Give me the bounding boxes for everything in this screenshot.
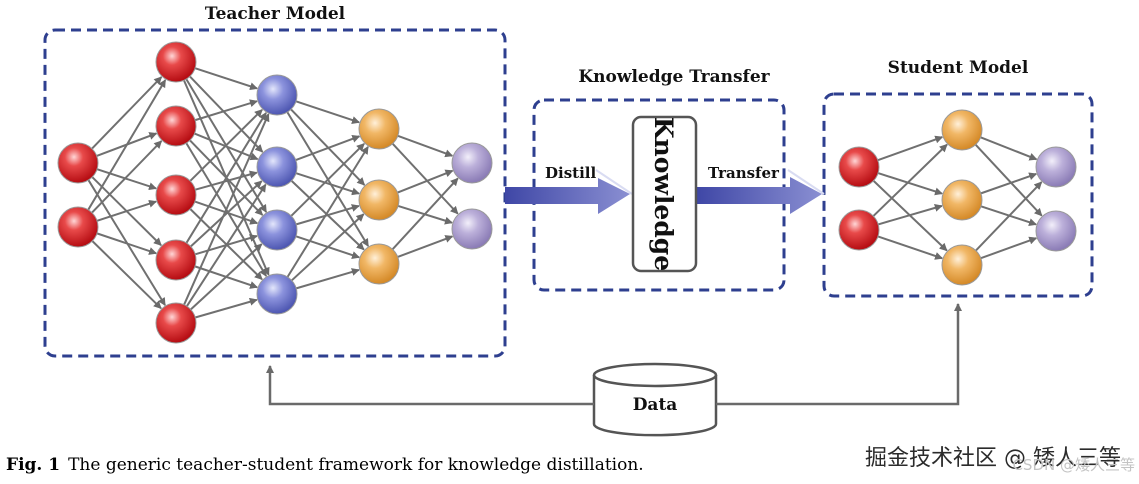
distill-arrow-highlight	[595, 169, 633, 195]
student-node-layer-1	[838, 146, 880, 188]
teacher-edge	[391, 177, 459, 250]
teacher-edge	[195, 170, 258, 191]
figure-caption: Fig. 1 The generic teacher-student framew…	[6, 455, 644, 475]
teacher-edge	[397, 235, 454, 258]
student-node-layer-3	[1035, 210, 1077, 252]
student-node-layer-2	[941, 244, 983, 286]
teacher-edge	[290, 143, 365, 217]
teacher-edge	[190, 243, 263, 311]
teacher-edge	[295, 204, 360, 226]
teacher-edge	[91, 240, 162, 310]
teacher-node-layer-2	[155, 239, 197, 281]
teacher-edge	[295, 135, 361, 161]
teacher-edge	[295, 268, 360, 290]
teacher-edge	[194, 67, 258, 91]
network-edges	[87, 67, 1043, 319]
student-edge	[877, 235, 944, 260]
student-edge	[877, 203, 943, 226]
teacher-node-layer-4	[358, 108, 400, 150]
teacher-node-layer-2	[155, 302, 197, 344]
student-model-title: Student Model	[888, 58, 1029, 78]
knowledge-box-label: Knowledge	[649, 117, 678, 271]
teacher-node-layer-2	[155, 105, 197, 147]
student-edge	[975, 181, 1043, 252]
data-to-student-line	[716, 303, 962, 406]
teacher-node-layer-5	[451, 208, 493, 250]
figure-caption-text: The generic teacher-student framework fo…	[68, 455, 644, 475]
teacher-edge	[194, 99, 258, 122]
teacher-node-layer-2	[155, 41, 197, 83]
teacher-edge	[295, 100, 361, 124]
teacher-node-layer-1	[57, 206, 99, 248]
teacher-edge	[397, 134, 454, 158]
teacher-edge	[96, 168, 157, 191]
teacher-edge	[391, 142, 459, 215]
teacher-model-title: Teacher Model	[205, 4, 346, 24]
teacher-node-layer-5	[451, 142, 493, 184]
student-node-layer-1	[838, 209, 880, 251]
teacher-edge	[183, 113, 270, 306]
watermark-faint: CSDN @矮人三等	[1012, 456, 1135, 474]
student-edge	[980, 136, 1038, 161]
teacher-edge	[185, 112, 267, 244]
teacher-node-layer-3	[256, 273, 298, 315]
student-model-box	[822, 92, 1094, 298]
student-edge	[872, 143, 948, 217]
teacher-edge	[91, 76, 163, 150]
student-edge	[877, 135, 944, 162]
teacher-edge	[295, 172, 360, 196]
teacher-edge	[286, 146, 369, 278]
student-edge	[980, 172, 1038, 195]
teacher-edge	[87, 79, 167, 211]
teacher-node-layer-4	[358, 179, 400, 221]
teacher-edge	[397, 169, 454, 194]
student-edge	[974, 143, 1043, 217]
student-edge	[980, 236, 1038, 260]
teacher-edge	[91, 140, 163, 214]
teacher-node-layer-3	[256, 209, 298, 251]
teacher-edge	[291, 213, 365, 282]
knowledge-box	[631, 115, 698, 273]
teacher-node-layer-1	[57, 142, 99, 184]
teacher-edge	[189, 109, 263, 182]
teacher-node-layer-3	[256, 74, 298, 116]
teacher-edge	[96, 232, 158, 255]
teacher-edge	[194, 297, 258, 319]
student-node-layer-2	[941, 109, 983, 151]
transfer-label: Transfer	[708, 164, 780, 182]
student-edge	[877, 172, 943, 196]
figure-caption-prefix: Fig. 1	[6, 455, 61, 475]
teacher-node-layer-4	[358, 243, 400, 285]
distill-arrow	[505, 178, 630, 214]
teacher-node-layer-3	[256, 146, 298, 188]
teacher-node-layer-2	[155, 174, 197, 216]
watermark: 掘金技术社区 @ 矮人三等	[865, 446, 1121, 471]
teacher-edge	[96, 199, 157, 222]
transfer-arrow-highlight	[787, 169, 825, 195]
student-node-layer-3	[1035, 146, 1077, 188]
transfer-arrow	[697, 177, 822, 214]
student-node-layer-2	[941, 179, 983, 221]
network-nodes	[57, 41, 1077, 344]
teacher-edge	[186, 183, 267, 307]
knowledge-transfer-title: Knowledge Transfer	[578, 67, 770, 87]
data-label: Data	[633, 395, 678, 415]
teacher-edge	[190, 180, 263, 248]
distill-label: Distill	[545, 164, 596, 182]
data-cylinder	[592, 362, 718, 437]
data-to-teacher-line	[266, 365, 594, 406]
